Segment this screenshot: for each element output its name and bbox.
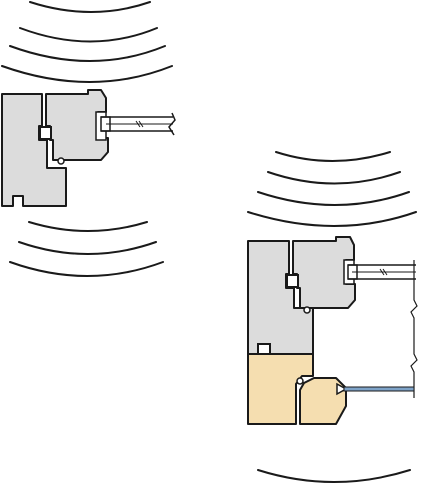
left-connector-block: [39, 126, 52, 140]
left-glass-unit: [95, 111, 176, 141]
left-arc-top-4: [1, 65, 173, 83]
right-wood-sash: [299, 377, 347, 425]
left-arc-bottom-1: [28, 221, 148, 232]
left-arc-bottom-2: [18, 241, 157, 255]
right-arc-top-2: [267, 171, 401, 185]
right-connector-block: [286, 274, 299, 288]
right-arc-top-4: [247, 211, 417, 227]
right-glass-unit: [343, 259, 416, 285]
left-arc-bottom-3: [9, 261, 164, 277]
left-view: [1, 1, 173, 277]
right-added-pane: [336, 382, 415, 396]
left-gasket: [57, 157, 65, 165]
left-hatch-1: [135, 120, 144, 128]
right-arc-bottom-1: [257, 469, 411, 483]
right-anchor-block: [257, 343, 271, 355]
left-arc-top-1: [29, 1, 151, 13]
right-gasket-lower: [296, 377, 304, 385]
right-blue-pane: [343, 386, 415, 392]
right-pane-clip: [336, 382, 348, 396]
right-arc-top-3: [257, 191, 410, 206]
left-arc-top-3: [9, 45, 166, 62]
right-arc-top-1: [275, 151, 391, 162]
left-arc-top-2: [19, 27, 158, 43]
right-view: [247, 151, 417, 483]
left-break-line: [168, 112, 176, 136]
right-break-line: [410, 260, 418, 398]
right-hatch-1: [379, 268, 388, 276]
right-gasket-upper: [303, 306, 311, 314]
